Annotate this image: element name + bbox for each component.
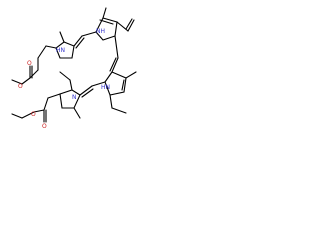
pyrrole-ring-upper-left bbox=[55, 41, 75, 59]
pyrrole-ring-lower-left bbox=[59, 89, 81, 109]
atom-o2: O bbox=[18, 83, 23, 90]
atom-labels: NH HN HN N O O O O bbox=[18, 28, 110, 130]
ester-chain-lower bbox=[47, 93, 61, 99]
vinyl-group bbox=[116, 21, 129, 32]
atom-o1: O bbox=[27, 60, 32, 67]
chemical-structure-diagram: NH HN HN N O O O O bbox=[0, 0, 150, 150]
ethyl-group bbox=[109, 94, 113, 109]
methyl-upper-left bbox=[59, 31, 65, 43]
methyl-top bbox=[102, 7, 107, 19]
methyl-right bbox=[125, 71, 137, 79]
molecule-drawing: NH HN HN N O O O O bbox=[11, 7, 137, 130]
atom-n-bottom-left: N bbox=[72, 94, 77, 101]
atom-o3: O bbox=[31, 111, 36, 118]
methyl-lower-left bbox=[73, 107, 81, 119]
atom-hn-left: HN bbox=[56, 47, 65, 54]
atom-o4: O bbox=[42, 123, 47, 130]
atom-hn-bottom: HN bbox=[101, 84, 110, 91]
atom-nh-top: NH bbox=[96, 28, 105, 35]
pyrrole-ring-lower-right bbox=[104, 71, 127, 96]
bond-lines bbox=[11, 7, 137, 123]
ester-chain-upper bbox=[29, 69, 39, 79]
